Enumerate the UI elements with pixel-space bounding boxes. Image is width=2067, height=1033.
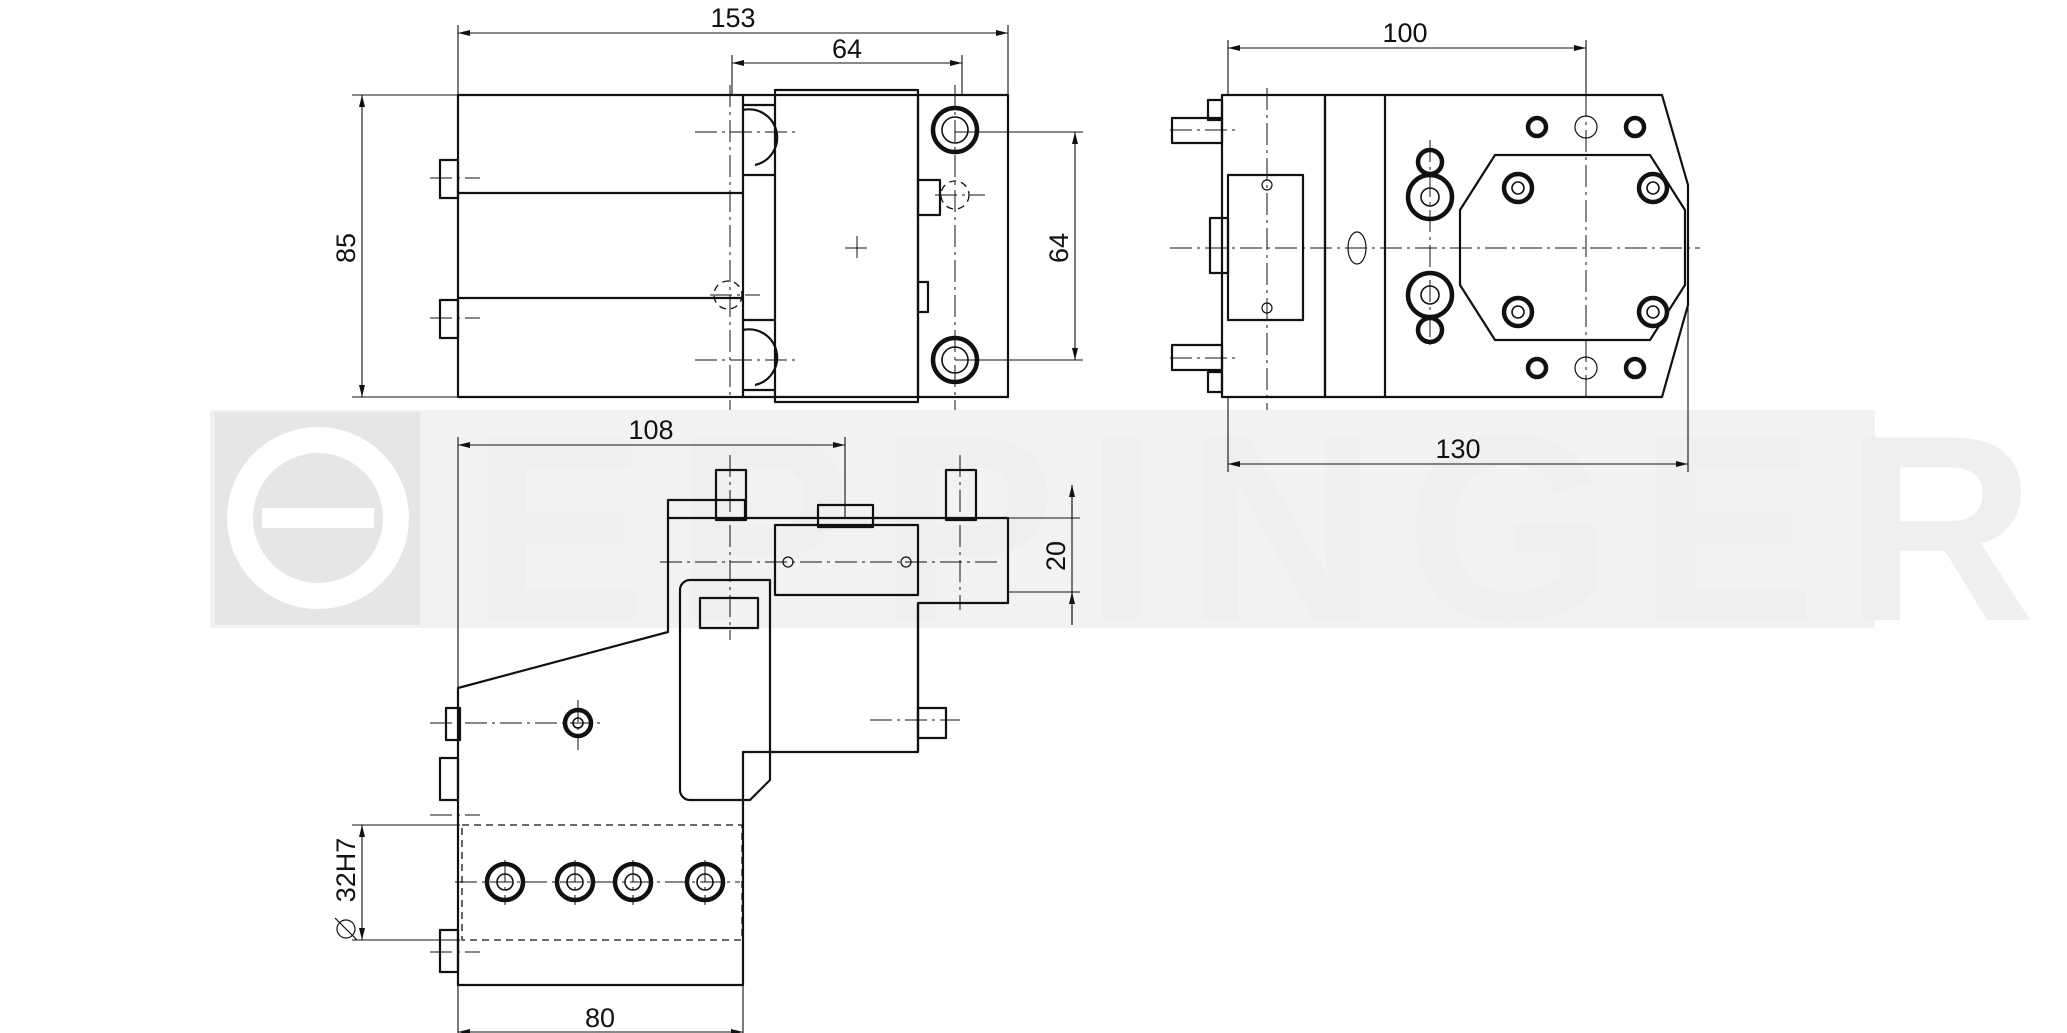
dim-32h7: 32H7	[331, 838, 361, 903]
dim-80: 80	[585, 1003, 615, 1033]
eppinger-logo-icon	[215, 412, 420, 625]
eppinger-watermark: EPPINGER	[210, 381, 2064, 677]
dim-64-top: 64	[832, 34, 862, 64]
dim-100: 100	[1382, 18, 1427, 48]
diameter-symbol-icon	[336, 919, 356, 939]
watermark-text: EPPINGER	[470, 381, 2064, 677]
diameter-dimension: 32H7	[331, 838, 361, 941]
dim-130: 130	[1435, 434, 1480, 464]
dim-20: 20	[1041, 541, 1071, 571]
dim-153: 153	[710, 3, 755, 33]
top-view	[430, 85, 1010, 410]
dimension-lines	[352, 25, 1689, 1033]
front-view	[430, 455, 1010, 987]
dim-64-vertical: 64	[1044, 233, 1074, 263]
dimension-labels: 153 64 85 64 100 130 108 20 32H7 80	[331, 3, 1481, 1033]
dim-108: 108	[628, 415, 673, 445]
dim-85: 85	[331, 233, 361, 263]
side-view	[1170, 88, 1700, 410]
